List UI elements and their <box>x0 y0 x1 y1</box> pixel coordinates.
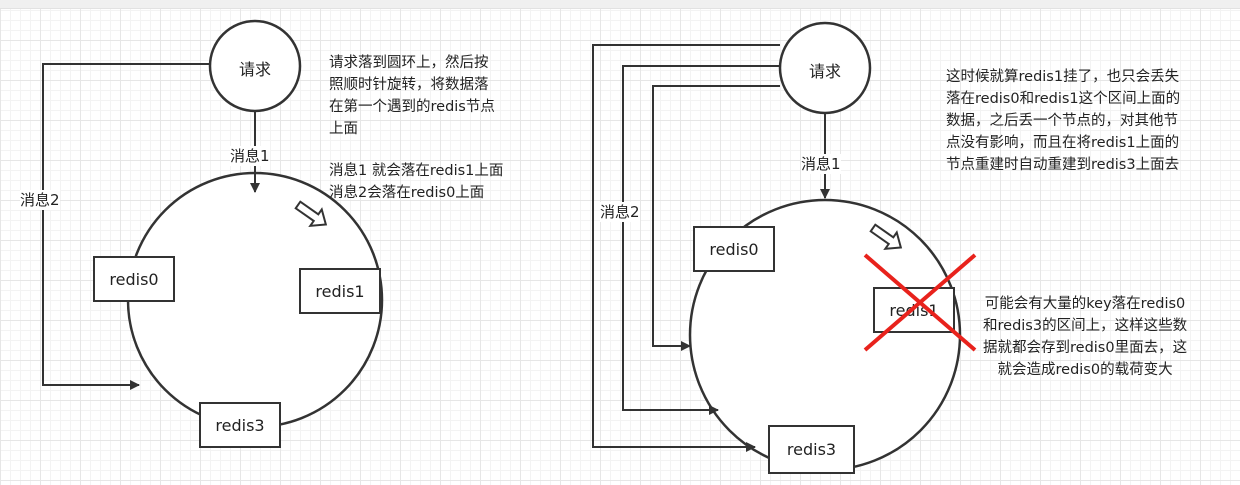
left-note-msg-placement: 消息1 就会落在redis1上面 消息2会落在redis0上面 <box>329 163 504 201</box>
right-msg2-arrow-middle <box>622 65 780 415</box>
left-clockwise-arrow-icon <box>294 200 328 227</box>
left-note-ring-rule: 请求落到圆环上，然后按 照顺时针旋转，将数据落 在第一个遇到的redis节点 上… <box>329 55 495 137</box>
left-request-label: 请求 <box>238 60 271 79</box>
right-node-redis0: redis0 <box>693 226 775 272</box>
left-msg2-label: 消息2 <box>20 190 60 210</box>
right-msg2-arrow-inner <box>652 85 780 351</box>
top-bar <box>0 0 1240 9</box>
left-node-redis1: redis1 <box>299 268 381 314</box>
right-note-load: 可能会有大量的key落在redis0 和redis3的区间上，这样这些数 据就都… <box>983 296 1188 378</box>
left-node-redis0: redis0 <box>93 256 175 302</box>
right-clockwise-arrow-icon <box>869 223 903 250</box>
right-note-failure: 这时候就算redis1挂了，也只会丢失 落在redis0和redis1这个区间上… <box>946 69 1181 173</box>
right-request-circle <box>778 21 872 115</box>
left-msg1-label: 消息1 <box>230 146 270 166</box>
left-request-circle <box>208 19 302 113</box>
right-node-redis3: redis3 <box>768 425 855 474</box>
right-msg2-label: 消息2 <box>600 202 640 222</box>
right-request-label: 请求 <box>808 62 841 81</box>
left-node-redis3: redis3 <box>199 402 281 448</box>
right-msg1-label: 消息1 <box>801 154 841 174</box>
left-msg2-arrow <box>42 63 210 390</box>
right-msg2-arrow-outer <box>592 44 780 452</box>
